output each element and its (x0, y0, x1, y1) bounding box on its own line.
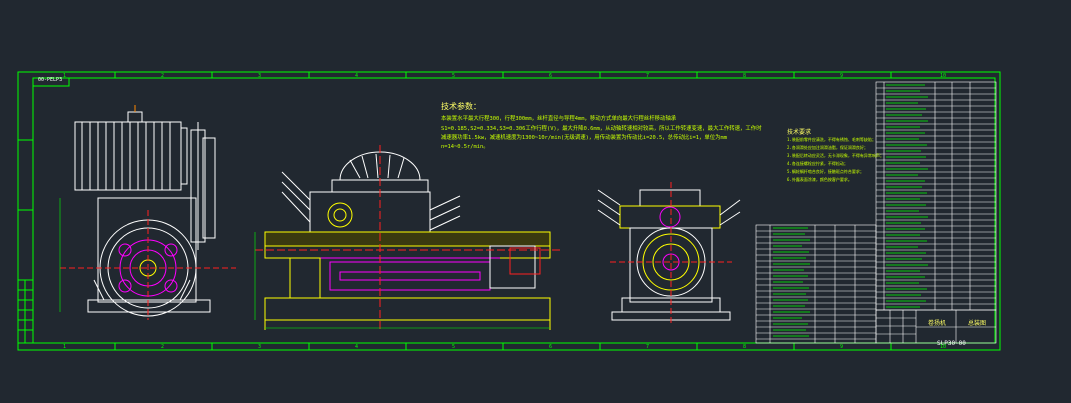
border-number-bottom: 3 (258, 344, 262, 350)
border-number-bottom: 6 (549, 344, 553, 350)
technical-params-title: 技术参数： (441, 102, 481, 111)
notes-line: 3.装配后转动应灵活，无卡滞现象，不得有异常响声； (787, 153, 884, 158)
notes-line: 4.各连接螺栓应拧紧，不得松动； (787, 161, 848, 166)
border-number-top: 5 (452, 73, 456, 79)
technical-params-line: S1=0.185,S2=0.334,S3=0.306工作行程(V)，最大升降0.… (441, 126, 762, 132)
border-number-bottom: 9 (840, 344, 844, 350)
parts-list-lower-text (773, 227, 810, 337)
notes-line: 2.各润滑处应加注润滑油脂，保证润滑良好； (787, 145, 868, 150)
border-number-bottom: 4 (355, 344, 359, 350)
notes-line: 1.装配前零件应清洗，不得有锈蚀、毛刺等缺陷； (787, 137, 876, 142)
border-number-bottom: 5 (452, 344, 456, 350)
border-number-top: 3 (258, 73, 262, 79)
end-section-view (597, 182, 741, 325)
drawing-frame (17, 71, 1001, 351)
frame-tag: 00-PELP3 (38, 77, 63, 83)
title-block-name: 卷扬机 (928, 320, 947, 327)
main-section-view (254, 145, 560, 330)
border-number-bottom: 10 (940, 344, 947, 350)
parts-list-upper-text (886, 84, 928, 308)
border-number-top: 8 (743, 73, 747, 79)
motor-side-view (59, 105, 236, 320)
border-number-bottom: 1 (63, 344, 67, 350)
border-number-bottom: 2 (161, 344, 165, 350)
title-block (875, 309, 997, 344)
border-number-top: 9 (840, 73, 844, 79)
border-number-top: 7 (646, 73, 650, 79)
border-number-top: 2 (161, 73, 165, 79)
border-number-top: 4 (355, 73, 359, 79)
notes-line: 5.蜗轮蜗杆啮合良好，接触斑点符合要求； (787, 169, 864, 174)
border-number-top: 10 (940, 73, 947, 79)
title-block-part: 总装图 (968, 320, 987, 327)
drawing-number: SLP30-00 (937, 340, 966, 347)
border-number-bottom: 8 (743, 344, 747, 350)
border-number-bottom: 7 (646, 344, 650, 350)
notes-line: 6.外露表面涂漆，颜色按客户要求。 (787, 177, 852, 182)
border-number-top: 6 (549, 73, 553, 79)
parts-list-lower (755, 224, 877, 344)
technical-params-line: 本装置水平最大行程300，行程300mm，丝杆直径与导程4mm，移动方式单向最大… (441, 116, 677, 122)
parts-list-upper (875, 81, 997, 311)
technical-params-line: n=14~0.5r/min。 (441, 144, 489, 150)
technical-params-line: 减速器功率1.5kw，减速机速度为1300~10r/min(无级调速)，用传动装… (441, 135, 728, 141)
notes-title: 技术要求 (787, 129, 812, 136)
border-number-top: 1 (63, 73, 67, 79)
